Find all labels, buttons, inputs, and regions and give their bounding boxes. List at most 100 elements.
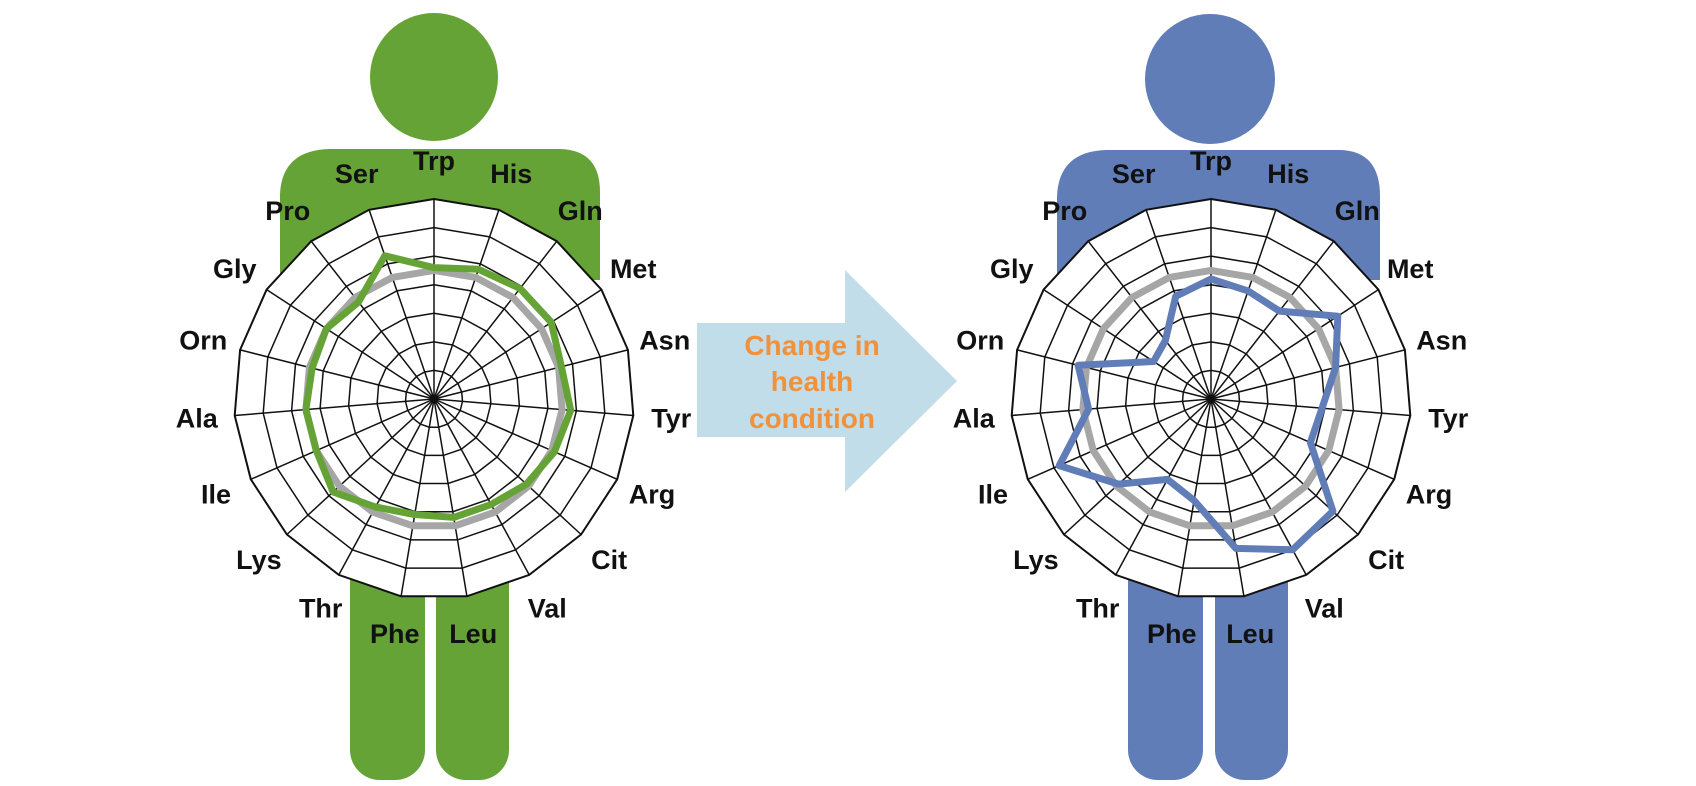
radar-spoke bbox=[1011, 398, 1212, 417]
arrow-shape bbox=[697, 270, 957, 492]
radar-spoke bbox=[433, 398, 618, 480]
radar-spoke bbox=[234, 398, 435, 417]
axis-label-met: Met bbox=[610, 254, 657, 284]
person-after-right-leg bbox=[1215, 548, 1288, 780]
axis-label-lys: Lys bbox=[236, 545, 282, 575]
radar-ring bbox=[290, 255, 578, 541]
radar-spoke bbox=[1210, 398, 1245, 597]
radar-spoke bbox=[1063, 398, 1212, 536]
radar-spoke bbox=[1115, 398, 1212, 576]
radar-spoke bbox=[433, 398, 468, 597]
radar-spoke bbox=[433, 398, 530, 576]
axis-label-ala: Ala bbox=[953, 404, 996, 434]
radar-ring bbox=[1010, 197, 1412, 598]
value-series-line bbox=[302, 252, 575, 521]
arrow-text-line-3: condition bbox=[749, 403, 875, 434]
radar-spoke bbox=[250, 398, 435, 480]
radar-spoke bbox=[433, 349, 629, 400]
axis-label-gln: Gln bbox=[558, 196, 603, 226]
axis-label-ser: Ser bbox=[335, 159, 379, 189]
axis-label-orn: Orn bbox=[956, 326, 1004, 356]
radar-spoke bbox=[433, 288, 602, 400]
radar-spoke bbox=[433, 209, 500, 400]
reference-series-line bbox=[1079, 266, 1343, 530]
axis-label-ile: Ile bbox=[978, 480, 1008, 510]
axis-label-phe: Phe bbox=[370, 619, 420, 649]
radar-spoke bbox=[1016, 349, 1212, 400]
axis-label-phe: Phe bbox=[1147, 619, 1197, 649]
radar-spoke bbox=[400, 398, 435, 597]
axis-label-gly: Gly bbox=[990, 254, 1034, 284]
radar-spoke bbox=[266, 288, 435, 400]
axis-label-ala: Ala bbox=[176, 404, 219, 434]
arrow-text-line-1: Change in bbox=[744, 330, 879, 361]
axis-label-his: His bbox=[1267, 159, 1309, 189]
axis-label-ile: Ile bbox=[201, 480, 231, 510]
radar-spoke bbox=[433, 398, 582, 536]
axis-label-thr: Thr bbox=[1076, 593, 1120, 623]
radar-spoke bbox=[1145, 209, 1212, 400]
radar-spoke bbox=[239, 349, 435, 400]
radar-spoke bbox=[1210, 209, 1277, 400]
axis-label-met: Met bbox=[1387, 254, 1434, 284]
axis-label-asn: Asn bbox=[1416, 326, 1467, 356]
radar-ring bbox=[1096, 283, 1326, 513]
axis-label-his: His bbox=[490, 159, 532, 189]
radar-spoke bbox=[310, 240, 435, 400]
radar-ring bbox=[319, 283, 549, 513]
axis-label-arg: Arg bbox=[629, 480, 676, 510]
axis-label-asn: Asn bbox=[639, 326, 690, 356]
axis-label-leu: Leu bbox=[1226, 619, 1274, 649]
axis-label-pro: Pro bbox=[1042, 196, 1087, 226]
axis-label-lys: Lys bbox=[1013, 545, 1059, 575]
radar-spoke bbox=[1043, 288, 1212, 400]
radar-spoke bbox=[1210, 398, 1307, 576]
radar-ring bbox=[1153, 341, 1269, 457]
radar-spoke bbox=[286, 398, 435, 536]
radar-ring bbox=[1067, 255, 1355, 541]
radar-spoke bbox=[433, 240, 558, 400]
axis-label-cit: Cit bbox=[1368, 545, 1404, 575]
value-series-line bbox=[1055, 275, 1342, 554]
axis-label-val: Val bbox=[528, 593, 567, 623]
radar-ring bbox=[233, 197, 635, 598]
change-arrow: Change in health condition bbox=[697, 270, 957, 492]
radar-spoke bbox=[433, 398, 634, 417]
radar-spoke bbox=[1087, 240, 1212, 400]
radar-spoke bbox=[368, 209, 435, 400]
axis-label-pro: Pro bbox=[265, 196, 310, 226]
arrow-text-line-2: health bbox=[771, 366, 853, 397]
axis-label-gly: Gly bbox=[213, 254, 257, 284]
radar-ring bbox=[376, 341, 492, 457]
axis-label-thr: Thr bbox=[299, 593, 343, 623]
axis-label-tyr: Tyr bbox=[1428, 404, 1469, 434]
axis-label-gln: Gln bbox=[1335, 196, 1380, 226]
radar-spoke bbox=[338, 398, 435, 576]
radar-ring bbox=[1124, 312, 1298, 485]
radar-ring bbox=[262, 226, 606, 569]
person-before-right-leg bbox=[436, 548, 509, 780]
radar-spoke bbox=[1210, 398, 1395, 480]
person-before-left-leg bbox=[350, 548, 425, 780]
axis-label-trp: Trp bbox=[413, 146, 455, 176]
radar-ring bbox=[1181, 369, 1241, 428]
radar-spoke bbox=[1210, 398, 1411, 417]
axis-label-tyr: Tyr bbox=[651, 404, 692, 434]
radar-ring bbox=[404, 369, 464, 428]
radar-ring bbox=[347, 312, 521, 485]
axis-label-ser: Ser bbox=[1112, 159, 1156, 189]
radar-spoke bbox=[1210, 240, 1335, 400]
axis-label-leu: Leu bbox=[449, 619, 497, 649]
person-before-head bbox=[370, 13, 498, 141]
person-after-head bbox=[1145, 14, 1275, 144]
axis-label-val: Val bbox=[1305, 593, 1344, 623]
radar-ring bbox=[1039, 226, 1383, 569]
radar-spoke bbox=[1210, 349, 1406, 400]
axis-label-orn: Orn bbox=[179, 326, 227, 356]
axis-label-arg: Arg bbox=[1406, 480, 1453, 510]
axis-label-cit: Cit bbox=[591, 545, 627, 575]
axis-label-trp: Trp bbox=[1190, 146, 1232, 176]
